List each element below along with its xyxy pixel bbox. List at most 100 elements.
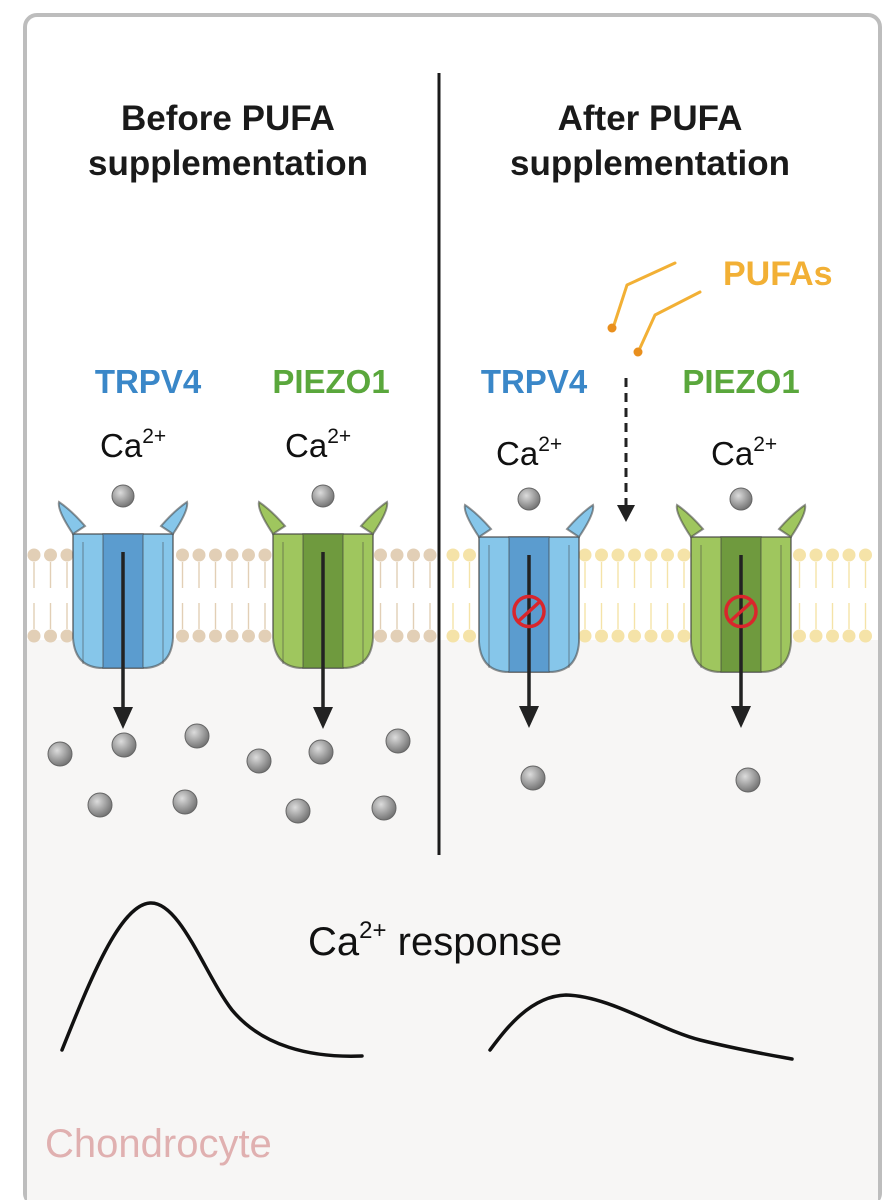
lipid-head xyxy=(374,548,387,562)
calcium-ion xyxy=(47,741,73,767)
before-panel-title-line2: supplementation xyxy=(88,144,368,183)
lipid-head xyxy=(661,548,674,562)
lipid-head xyxy=(192,548,206,562)
lipid-head xyxy=(192,629,206,643)
lipid-head xyxy=(578,629,592,643)
blocked-icon xyxy=(724,594,758,629)
calcium-ion xyxy=(246,748,272,774)
lipid-head xyxy=(44,548,57,562)
lipid-head xyxy=(595,629,608,643)
blocked-icon-slash xyxy=(516,600,542,623)
lipid-head xyxy=(27,629,41,643)
lipid-head xyxy=(176,629,189,643)
calcium-ion xyxy=(371,795,397,821)
lipid-head xyxy=(677,548,691,562)
lipid-head xyxy=(60,629,74,643)
calcium-label-charge: 2+ xyxy=(327,425,351,448)
lipid-head xyxy=(446,548,460,562)
channel-flap xyxy=(159,500,189,536)
channel-flap xyxy=(57,500,87,536)
after-panel-title: After PUFA xyxy=(558,99,743,138)
pufa-chain-icon xyxy=(612,261,677,327)
lipid-head xyxy=(578,548,592,562)
piezo1-channel-before xyxy=(257,484,389,729)
calcium-ion xyxy=(111,484,135,508)
pufa-arrowhead-icon xyxy=(617,505,635,522)
lipid-head xyxy=(390,548,404,562)
calcium-label: Ca2+ xyxy=(100,425,166,464)
calcium-label-base: Ca xyxy=(285,427,328,464)
lipid-head xyxy=(423,629,437,643)
response-label-suffix: response xyxy=(387,920,563,964)
lipid-head xyxy=(407,629,420,643)
lipid-head xyxy=(793,629,806,643)
blocked-icon xyxy=(512,594,546,629)
lipid-head xyxy=(176,548,189,562)
response-curve-before xyxy=(60,901,364,1058)
response-label-base: Ca xyxy=(308,920,360,964)
calcium-label: Ca2+ xyxy=(496,433,562,472)
lipid-head xyxy=(661,629,674,643)
blocked-icon-slash xyxy=(728,600,754,623)
calcium-ion xyxy=(172,789,198,815)
lipid-head xyxy=(407,548,420,562)
arrowhead-icon xyxy=(313,707,333,729)
cytoplasm-area xyxy=(27,640,878,1200)
lipid-head xyxy=(258,629,272,643)
calcium-label-charge: 2+ xyxy=(538,433,562,456)
pufa-head-icon xyxy=(633,347,643,357)
piezo1-channel-after xyxy=(675,487,807,728)
lipid-head xyxy=(628,629,641,643)
trpv4-label-after: TRPV4 xyxy=(481,363,588,400)
piezo1-label-before: PIEZO1 xyxy=(272,363,389,400)
channel-flap xyxy=(257,500,287,536)
lipid-head xyxy=(628,548,641,562)
pufa-chain-icon xyxy=(638,290,702,350)
lipid-head xyxy=(611,548,625,562)
calcium-ion xyxy=(729,487,753,511)
pufa-molecules xyxy=(607,261,702,357)
calcium-label-charge: 2+ xyxy=(753,433,777,456)
lipid-head xyxy=(793,548,806,562)
channel-flap xyxy=(675,503,705,539)
lipid-head xyxy=(826,629,839,643)
channel-flap xyxy=(463,503,493,539)
calcium-label-charge: 2+ xyxy=(142,425,166,448)
piezo1-label-after: PIEZO1 xyxy=(682,363,799,400)
response-curve-after xyxy=(488,993,794,1061)
lipid-head xyxy=(463,629,476,643)
lipid-head xyxy=(225,629,239,643)
lipid-head xyxy=(242,548,255,562)
lipid-head xyxy=(209,629,222,643)
calcium-label: Ca2+ xyxy=(285,425,351,464)
calcium-ion xyxy=(111,732,137,758)
after-panel-title-line2: supplementation xyxy=(510,144,790,183)
calcium-ion xyxy=(385,728,411,754)
calcium-ion xyxy=(520,765,546,791)
pufa-label: PUFAs xyxy=(723,255,833,293)
trpv4-label-before: TRPV4 xyxy=(95,363,202,400)
channel-flap xyxy=(565,503,595,539)
lipid-head xyxy=(809,629,823,643)
lipid-head xyxy=(842,629,856,643)
chondrocyte-label: Chondrocyte xyxy=(45,1122,272,1166)
calcium-label-base: Ca xyxy=(711,435,754,472)
lipid-head xyxy=(374,629,387,643)
lipid-head xyxy=(859,548,872,562)
lipid-head xyxy=(842,548,856,562)
calcium-label: Ca2+ xyxy=(711,433,777,472)
arrowhead-icon xyxy=(731,706,751,728)
lipid-head xyxy=(27,548,41,562)
calcium-label-base: Ca xyxy=(496,435,539,472)
trpv4-channel-before xyxy=(57,484,189,729)
lipid-head xyxy=(463,548,476,562)
lipid-head xyxy=(423,548,437,562)
calcium-ion xyxy=(311,484,335,508)
calcium-ion xyxy=(184,723,210,749)
arrowhead-icon xyxy=(519,706,539,728)
calcium-ions xyxy=(47,723,761,824)
trpv4-channel-after xyxy=(463,487,595,728)
arrowhead-icon xyxy=(113,707,133,729)
channel-flap xyxy=(777,503,807,539)
